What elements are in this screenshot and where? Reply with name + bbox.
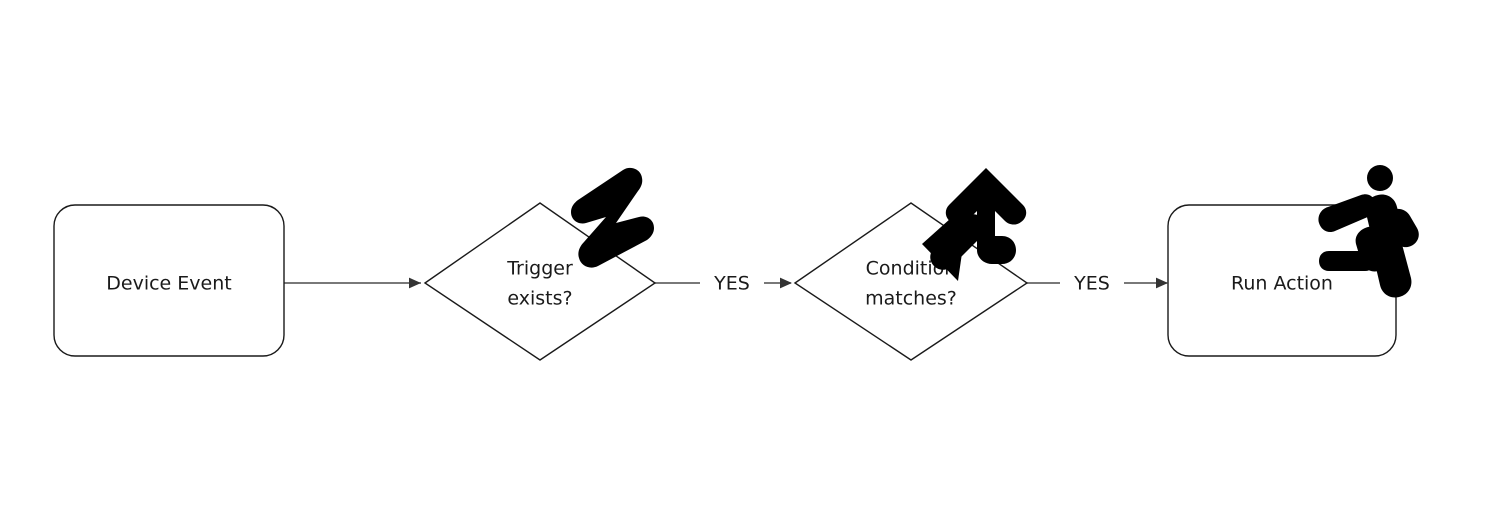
- runner-rear-arm-glyph: [1318, 194, 1377, 233]
- node-label-trigger-line1: Trigger: [506, 258, 573, 280]
- node-shape-diamond[interactable]: [793, 202, 1029, 361]
- lightning-bolt-glyph: [571, 167, 654, 268]
- branch-stem-glyph: [977, 186, 1016, 264]
- arrowhead-icon: [1156, 277, 1168, 289]
- runner-foot-glyph: [1319, 251, 1375, 271]
- runner-front-arm-glyph: [1386, 208, 1419, 248]
- runner-head-glyph: [1367, 165, 1393, 191]
- node-trigger-exists[interactable]: Trigger exists?: [423, 202, 657, 361]
- node-device-event[interactable]: Device Event: [53, 204, 285, 357]
- node-label-condition-line2: matches?: [865, 288, 957, 310]
- branch-up-arrow-glyph: [945, 168, 1027, 225]
- branch-arrow-icon: [922, 168, 1027, 281]
- running-person-icon: [1318, 165, 1419, 298]
- node-label-trigger-line2: exists?: [507, 288, 572, 310]
- edge-condition-to-action: YES: [1027, 273, 1168, 295]
- edge-event-to-trigger: [284, 277, 421, 289]
- arrowhead-icon: [780, 277, 792, 289]
- edge-label-yes-1: YES: [713, 273, 750, 295]
- node-label-device-event: Device Event: [106, 273, 231, 295]
- arrowhead-icon: [409, 277, 421, 289]
- edge-label-yes-2: YES: [1073, 273, 1110, 295]
- lightning-bolt-icon: [571, 167, 654, 268]
- node-label-run-action: Run Action: [1231, 273, 1333, 295]
- node-run-action[interactable]: Run Action: [1167, 204, 1397, 357]
- node-shape-diamond[interactable]: [423, 202, 657, 361]
- edge-trigger-to-condition: YES: [655, 273, 792, 295]
- branch-left-arrow-glyph: [922, 210, 963, 281]
- node-shape-rounded-rect[interactable]: [53, 204, 285, 357]
